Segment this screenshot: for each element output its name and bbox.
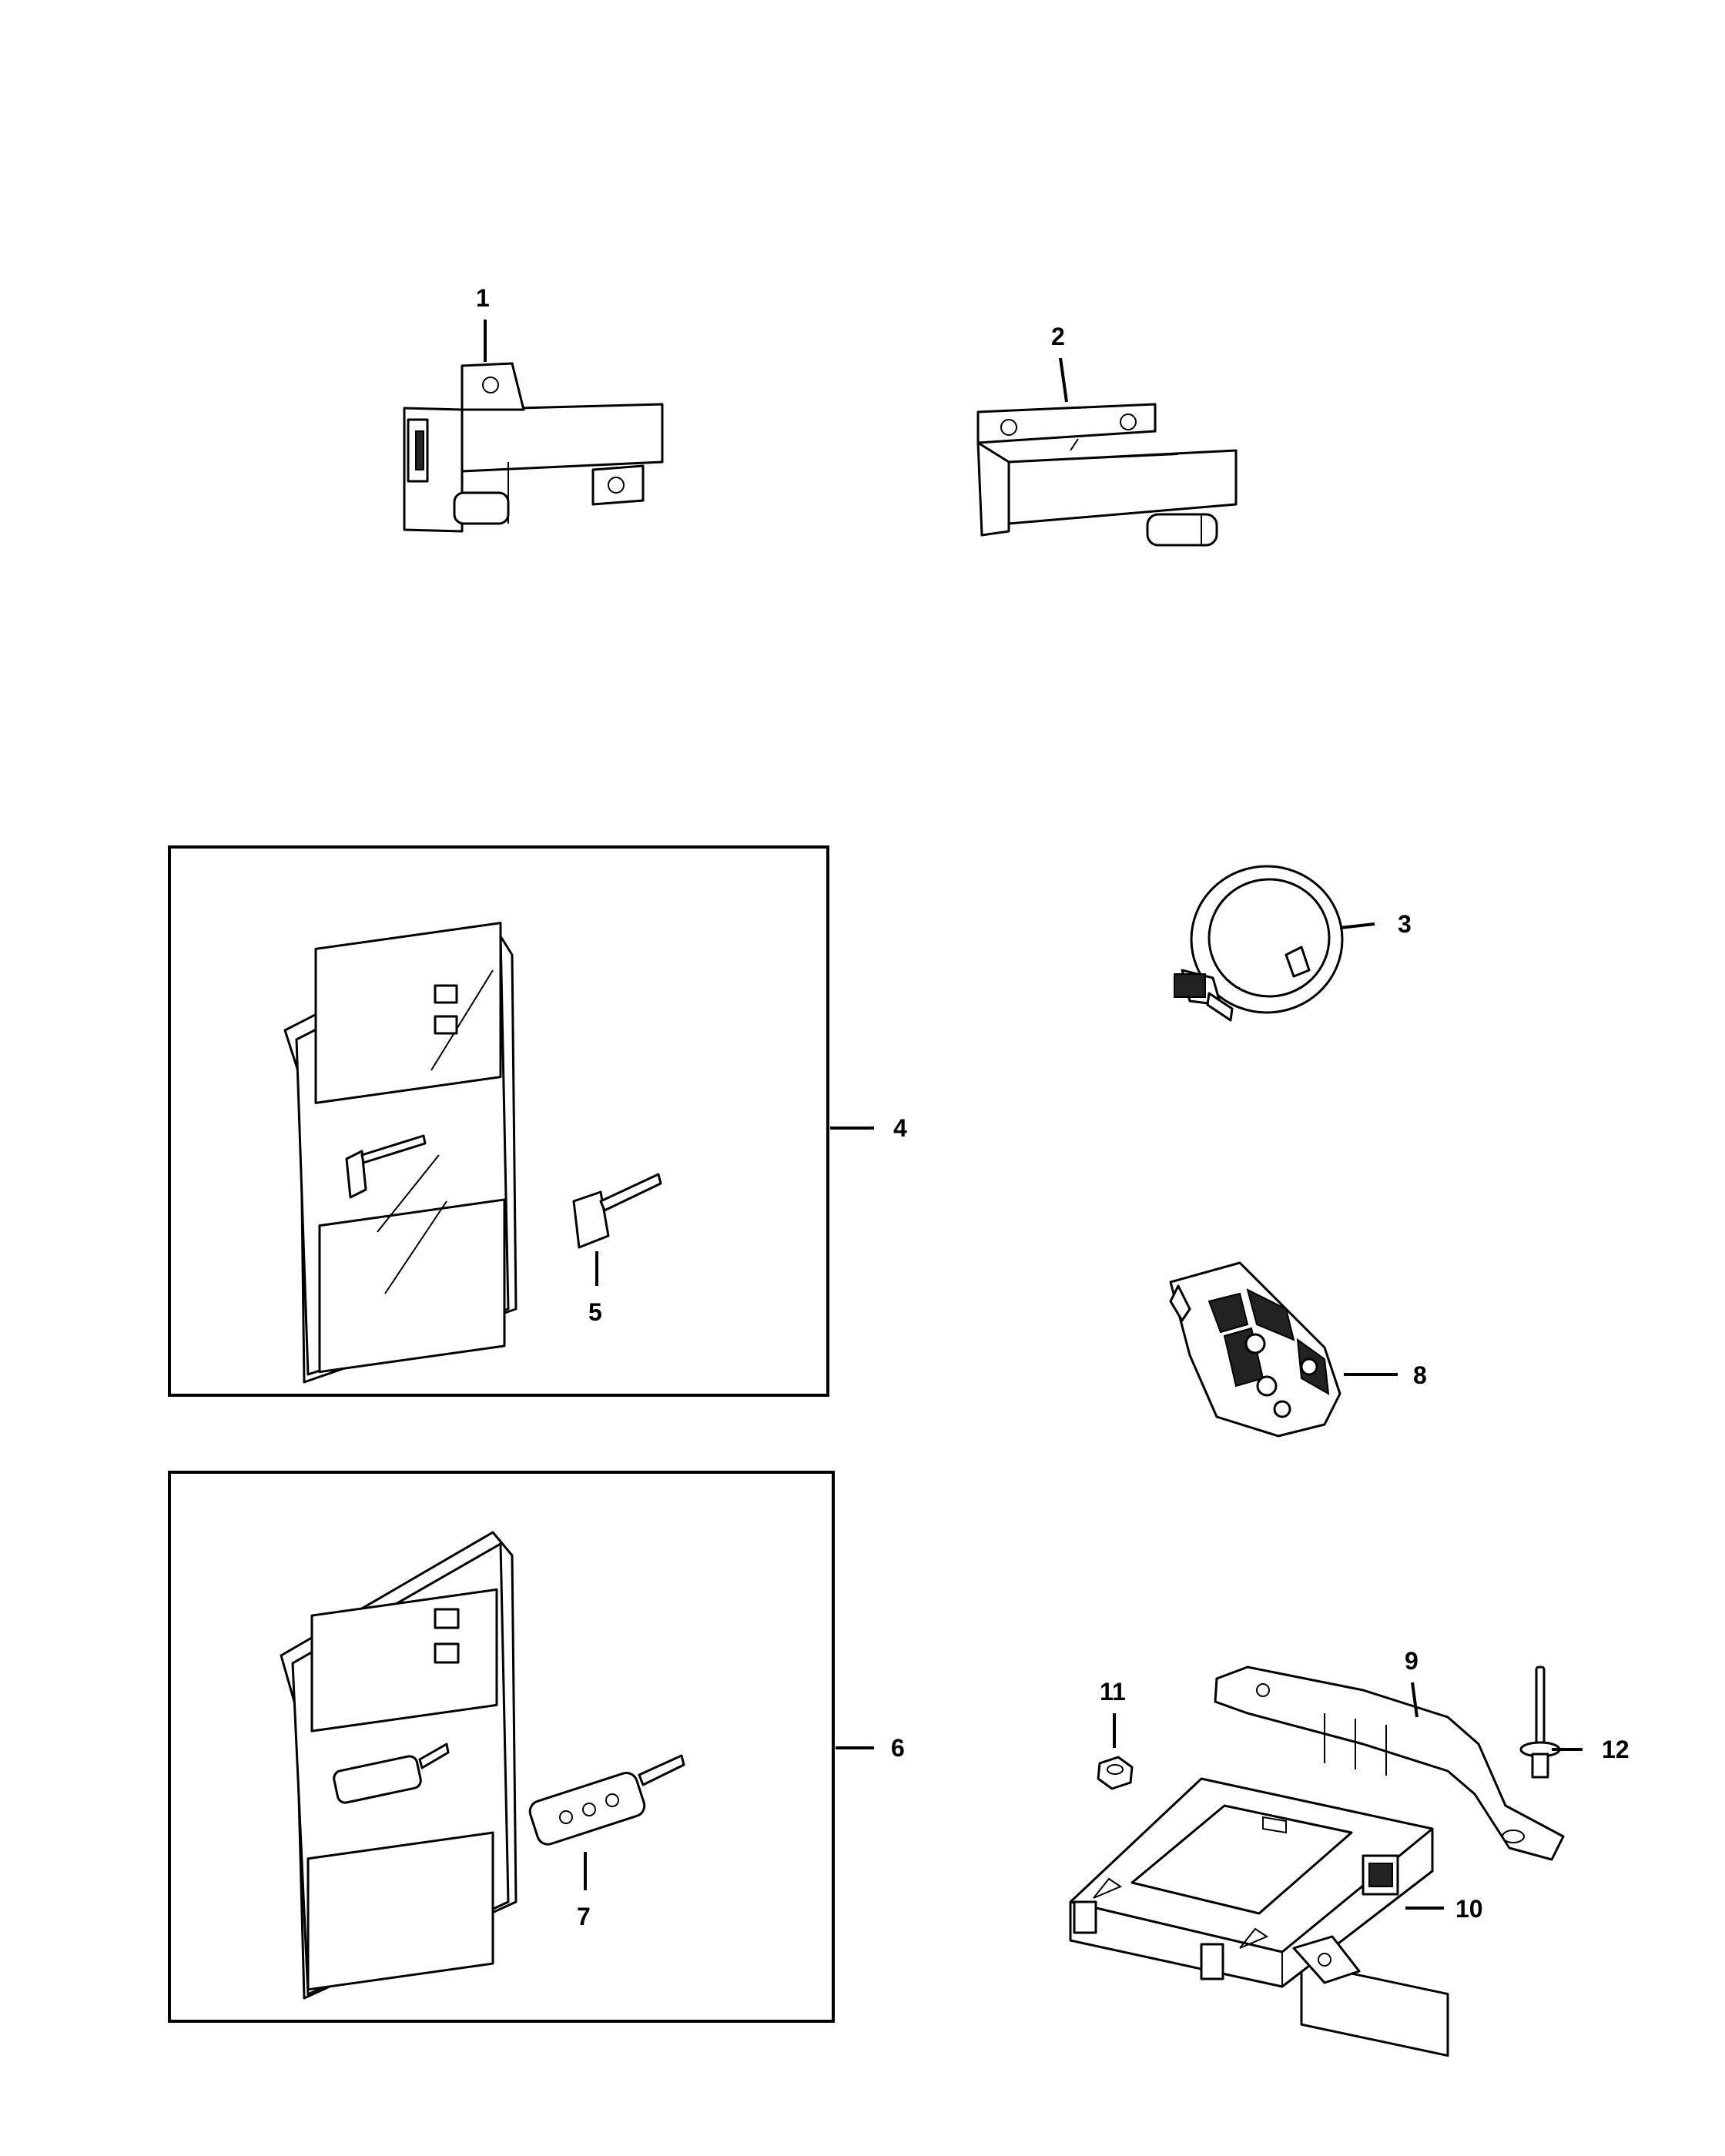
callout-leader-3 [1339, 922, 1375, 929]
part-10-control-module [1069, 1777, 1434, 1988]
callout-9: 9 [1405, 1647, 1419, 1675]
kit-frame-4 [168, 845, 829, 1397]
callout-7: 7 [577, 1903, 591, 1930]
part-12-rivet [1519, 1666, 1561, 1779]
part-7-flip-key [528, 1754, 685, 1846]
part-2-bracket [976, 403, 1238, 547]
callout-3: 3 [1398, 910, 1412, 938]
callout-6: 6 [891, 1734, 905, 1762]
part-5-key [572, 1173, 662, 1249]
callout-leader-9 [1411, 1682, 1419, 1718]
part-4-key-kit-card [283, 922, 518, 1384]
part-6-key-kit-card [280, 1531, 518, 2000]
callout-1: 1 [476, 284, 490, 312]
callout-11: 11 [1100, 1678, 1126, 1706]
part-8-key-fob [1169, 1261, 1341, 1438]
part-11-nut [1097, 1756, 1134, 1790]
callout-10: 10 [1455, 1895, 1483, 1923]
callout-leader-2 [1059, 357, 1068, 403]
part-9-bracket [1214, 1666, 1565, 2057]
callout-4: 4 [893, 1114, 907, 1142]
kit-frame-6 [168, 1471, 835, 2023]
callout-5: 5 [588, 1298, 602, 1326]
callout-12: 12 [1602, 1736, 1630, 1763]
callout-8: 8 [1413, 1361, 1427, 1389]
callout-2: 2 [1051, 323, 1065, 350]
part-3-antenna-ring [1174, 865, 1344, 1022]
part-1-bracket [403, 362, 664, 533]
